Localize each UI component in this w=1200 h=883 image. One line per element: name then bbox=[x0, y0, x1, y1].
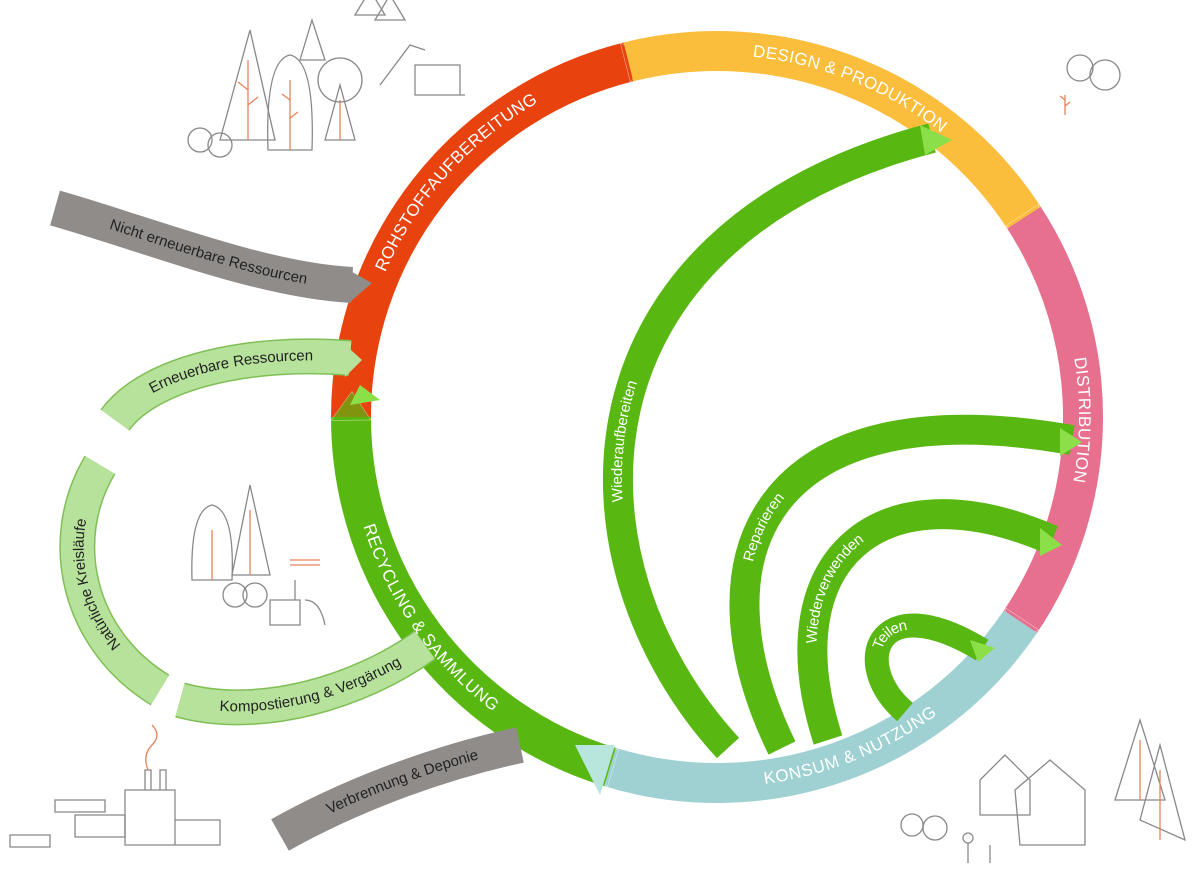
ring-arrow-tip-icon bbox=[330, 391, 372, 421]
arrow-head-icon bbox=[920, 125, 952, 155]
inner-reuse-loops bbox=[350, 123, 1082, 759]
trees-illustration-top-right bbox=[1059, 54, 1121, 115]
loop-arrow-teilen bbox=[864, 613, 989, 722]
arrow-head-icon bbox=[575, 745, 615, 795]
ring-segment-recycling-sammlung bbox=[331, 416, 616, 787]
flow-arrow-verbrennung-deponie bbox=[271, 727, 524, 851]
ring-segment-rohstoffaufbereitung bbox=[331, 42, 634, 418]
main-cycle-ring bbox=[330, 31, 1103, 803]
arrow-head-icon bbox=[1060, 428, 1082, 456]
arrow-head-icon bbox=[1040, 528, 1062, 556]
arrow-head-icon bbox=[970, 640, 995, 662]
flow-arrow-nicht-erneuerbare-ressourcen bbox=[50, 190, 354, 303]
houses-illustration bbox=[900, 717, 1186, 863]
arrow-head-icon bbox=[345, 268, 372, 302]
arrow-head-icon bbox=[342, 342, 362, 377]
flow-arrow-kompostierung-vergaerung bbox=[175, 631, 435, 724]
ring-segment-konsum-nutzung bbox=[604, 610, 1038, 803]
loop-arrow-wiederaufbereiten bbox=[602, 123, 936, 759]
side-resource-flows bbox=[50, 190, 615, 851]
factory-illustration bbox=[9, 724, 221, 848]
ring-segment-distribution bbox=[1003, 206, 1103, 633]
loop-arrow-reparieren bbox=[729, 414, 1075, 755]
ring-segment-design-produktion bbox=[623, 31, 1041, 229]
forest-illustration-center-left bbox=[191, 484, 326, 626]
flow-arrow-erneuerbare-ressourcen bbox=[101, 339, 352, 431]
forest-illustration-top-left bbox=[187, 0, 465, 158]
arrow-head-icon bbox=[350, 385, 380, 405]
flow-arrow-natuerliche-kreislaeufe bbox=[60, 456, 169, 705]
loop-arrow-wiederverwenden bbox=[797, 499, 1058, 745]
